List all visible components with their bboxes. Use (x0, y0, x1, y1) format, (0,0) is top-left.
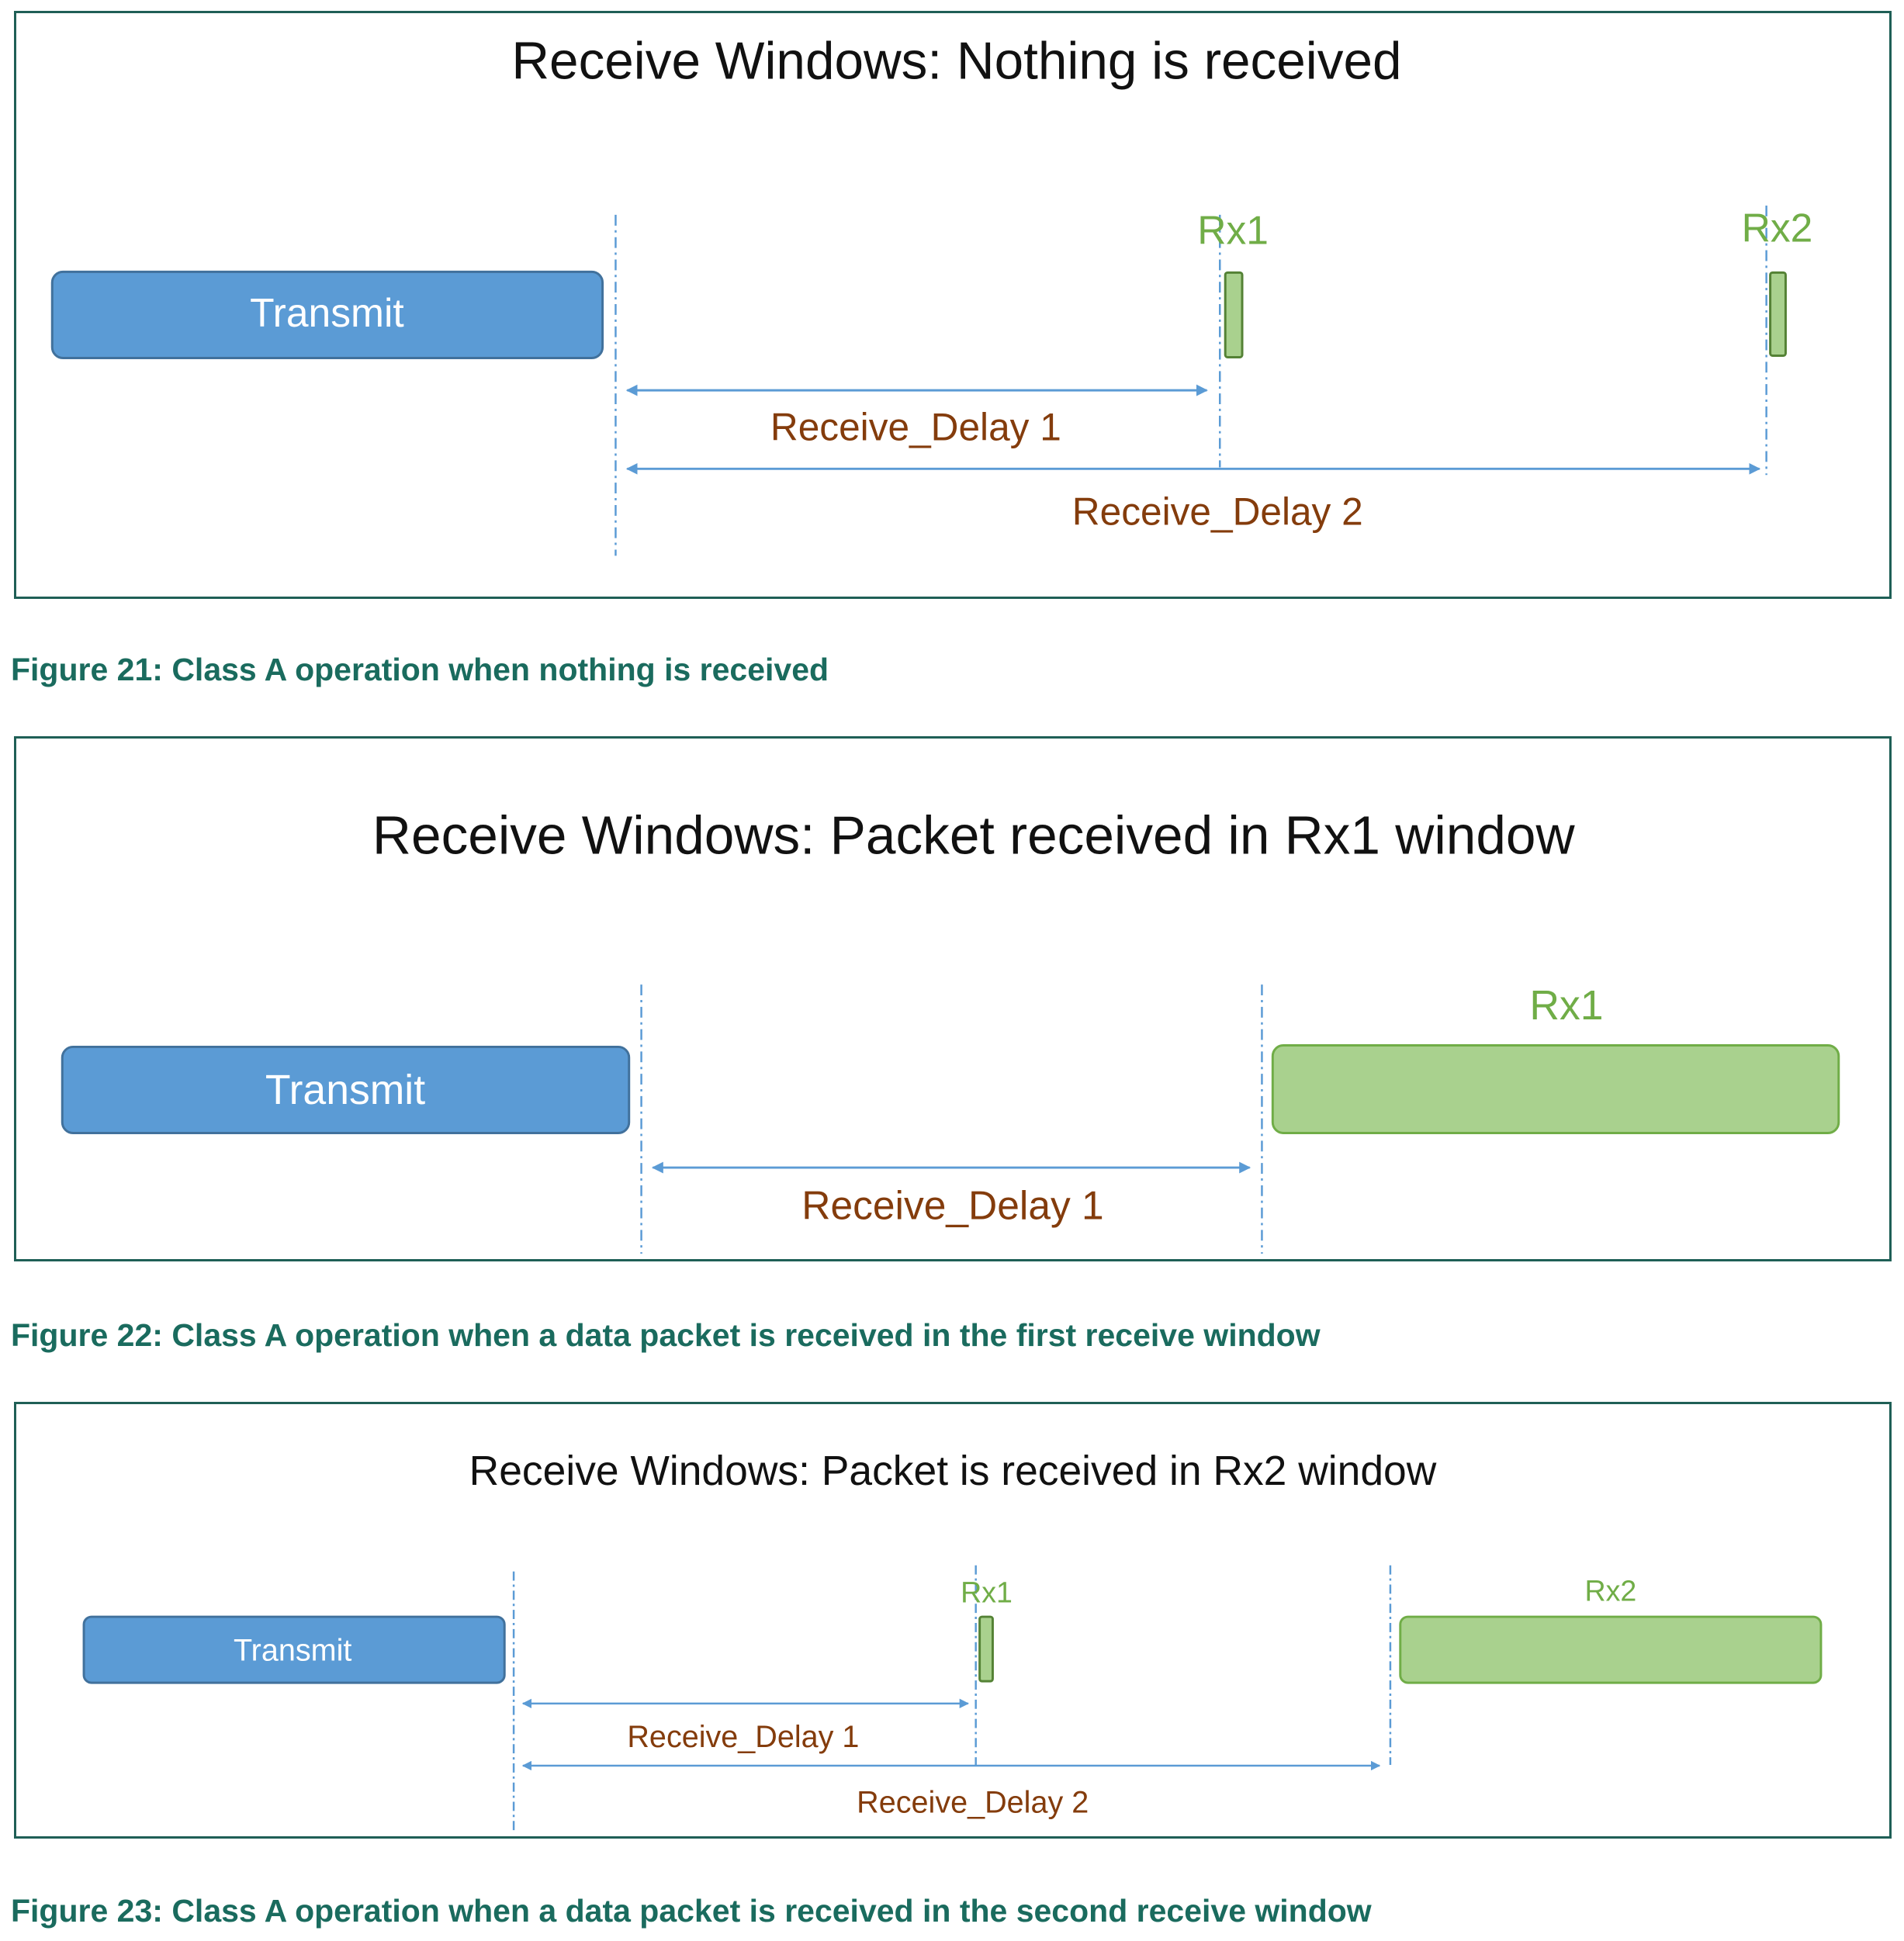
figure21-title: Receive Windows: Nothing is received (511, 32, 1401, 90)
delay1-label: Receive_Delay 1 (770, 406, 1061, 449)
rx1-window (1271, 1043, 1840, 1134)
rx2-label: Rx2 (1584, 1574, 1636, 1607)
transmit-label: Transmit (265, 1067, 425, 1113)
delay1-label: Receive_Delay 1 (801, 1182, 1103, 1227)
rx2-label: Rx2 (1742, 206, 1813, 251)
transmit-label: Transmit (234, 1633, 351, 1667)
figure23-caption: Figure 23: Class A operation when a data… (11, 1893, 1372, 1929)
rx1-label: Rx1 (1197, 208, 1269, 253)
transmit-block (50, 270, 604, 359)
figure21-canvas: Receive Windows: Nothing is received Tra… (50, 32, 1813, 556)
delay1-label: Receive_Delay 1 (627, 1720, 859, 1754)
transmit-label: Transmit (250, 290, 404, 335)
rx1-window (1224, 271, 1244, 358)
delay2-label: Receive_Delay 2 (857, 1785, 1089, 1819)
rx1-label: Rx1 (1529, 983, 1603, 1029)
figure21-caption: Figure 21: Class A operation when nothin… (11, 652, 829, 687)
transmit-block (82, 1615, 506, 1684)
delay2-label: Receive_Delay 2 (1072, 490, 1363, 534)
figure22-title: Receive Windows: Packet received in Rx1 … (372, 805, 1576, 866)
rx1-label: Rx1 (961, 1576, 1013, 1608)
figure23-canvas: Receive Windows: Packet is received in R… (82, 1448, 1823, 1835)
rx2-window (1769, 271, 1787, 357)
figure23-title: Receive Windows: Packet is received in R… (469, 1448, 1437, 1494)
figure22-diagram: Receive Windows: Packet received in Rx1 … (14, 736, 1892, 1261)
rx2-window (1399, 1615, 1823, 1684)
figure21-diagram: Receive Windows: Nothing is received Tra… (14, 11, 1892, 599)
figure23-diagram: Receive Windows: Packet is received in R… (14, 1402, 1892, 1839)
transmit-block (61, 1045, 631, 1134)
figure22-canvas: Receive Windows: Packet received in Rx1 … (61, 805, 1840, 1254)
rx1-window (978, 1615, 994, 1683)
figure22-caption: Figure 22: Class A operation when a data… (11, 1317, 1321, 1353)
